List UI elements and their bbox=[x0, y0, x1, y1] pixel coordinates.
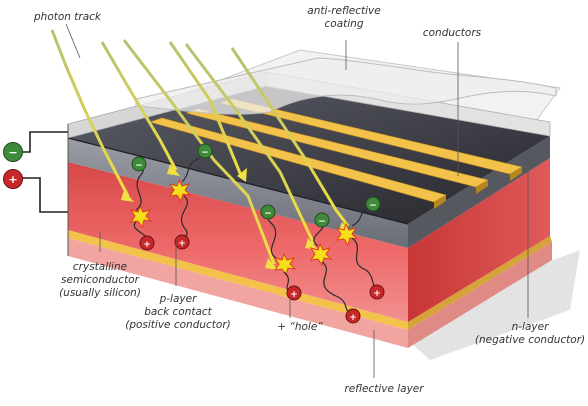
circuit-wire-negative bbox=[22, 131, 68, 153]
svg-text:−: − bbox=[369, 201, 377, 211]
hole: + bbox=[345, 308, 361, 324]
photon-arrowhead bbox=[237, 168, 247, 182]
label-crystalline-3: (usually silicon) bbox=[59, 287, 141, 299]
terminal-positive: + bbox=[3, 169, 23, 189]
holes: + + + + + bbox=[139, 234, 385, 324]
electron: − bbox=[260, 204, 276, 220]
top-surface bbox=[68, 86, 550, 224]
label-n-layer-2: (negative conductor) bbox=[475, 334, 585, 346]
label-reflective-layer: reflective layer bbox=[344, 383, 424, 395]
floor-shadow bbox=[410, 250, 580, 360]
conductor-strip-end bbox=[510, 167, 522, 181]
p-layer-side bbox=[408, 158, 550, 322]
absorption-burst bbox=[168, 178, 192, 203]
carrier-path bbox=[181, 157, 201, 183]
p-layer-front bbox=[68, 162, 408, 322]
svg-text:−: − bbox=[264, 209, 272, 219]
svg-text:+: + bbox=[373, 289, 381, 299]
svg-text:−: − bbox=[8, 146, 17, 159]
svg-text:+: + bbox=[8, 173, 17, 186]
bottom-plate-side bbox=[408, 242, 552, 348]
external-circuit bbox=[22, 131, 68, 213]
label-p-layer-3: (positive conductor) bbox=[125, 319, 231, 331]
label-hole: + “hole” bbox=[277, 321, 323, 333]
label-photon-track: photon track bbox=[33, 11, 102, 23]
carrier-path bbox=[321, 261, 353, 315]
conductor-strip-end bbox=[434, 195, 446, 209]
terminal-negative: − bbox=[3, 142, 23, 162]
svg-text:+: + bbox=[290, 290, 298, 300]
svg-text:−: − bbox=[201, 148, 209, 158]
absorption-burst bbox=[129, 204, 153, 229]
electrons: − − − − − bbox=[131, 143, 381, 228]
photon-arrowhead bbox=[167, 164, 180, 176]
hole: + bbox=[286, 285, 302, 301]
svg-text:−: − bbox=[318, 217, 326, 227]
top-front-edge bbox=[67, 137, 409, 225]
reflective-layer-front bbox=[68, 230, 408, 330]
photon-arrowhead bbox=[305, 238, 318, 250]
svg-text:+: + bbox=[143, 240, 151, 250]
svg-text:−: − bbox=[135, 161, 143, 171]
hole: + bbox=[369, 284, 385, 300]
electron: − bbox=[197, 143, 213, 159]
label-anti-reflective-1: anti-reflective bbox=[307, 5, 380, 17]
absorption-bursts bbox=[129, 178, 359, 277]
svg-text:+: + bbox=[178, 239, 186, 249]
label-anti-reflective-2: coating bbox=[325, 18, 364, 30]
photon-arrowhead bbox=[265, 258, 278, 270]
anti-reflective-coating bbox=[135, 57, 557, 115]
photon-track bbox=[50, 29, 130, 197]
electron: − bbox=[314, 212, 330, 228]
photon-arrowhead bbox=[121, 190, 134, 202]
photon-track bbox=[100, 41, 178, 171]
circuit-wire-positive bbox=[22, 177, 68, 213]
photon-track bbox=[168, 41, 244, 179]
bottom-plate-front bbox=[68, 238, 408, 348]
conductor-strips bbox=[148, 98, 523, 209]
label-crystalline-1: crystalline bbox=[73, 261, 127, 273]
leader-photon bbox=[65, 23, 81, 59]
leader-lines bbox=[65, 23, 529, 378]
conductor-strip-end bbox=[476, 180, 488, 194]
photon-track bbox=[230, 47, 350, 227]
label-p-layer-1: p-layer bbox=[159, 293, 197, 305]
electron: − bbox=[365, 196, 381, 212]
absorption-burst bbox=[309, 242, 333, 267]
hole: + bbox=[139, 235, 155, 251]
reflective-layer-side bbox=[408, 236, 552, 330]
svg-text:+: + bbox=[349, 313, 357, 323]
carrier-path bbox=[351, 237, 377, 291]
label-p-layer-2: back contact bbox=[144, 306, 212, 318]
absorption-burst bbox=[335, 222, 359, 247]
label-crystalline-2: semiconductor bbox=[61, 274, 140, 286]
label-conductors: conductors bbox=[423, 27, 482, 39]
hole: + bbox=[174, 234, 190, 250]
photon-track bbox=[184, 43, 316, 245]
photon-track bbox=[122, 39, 276, 265]
electron: − bbox=[131, 156, 147, 172]
label-n-layer-1: n-layer bbox=[512, 321, 549, 333]
photon-tracks bbox=[50, 29, 352, 270]
